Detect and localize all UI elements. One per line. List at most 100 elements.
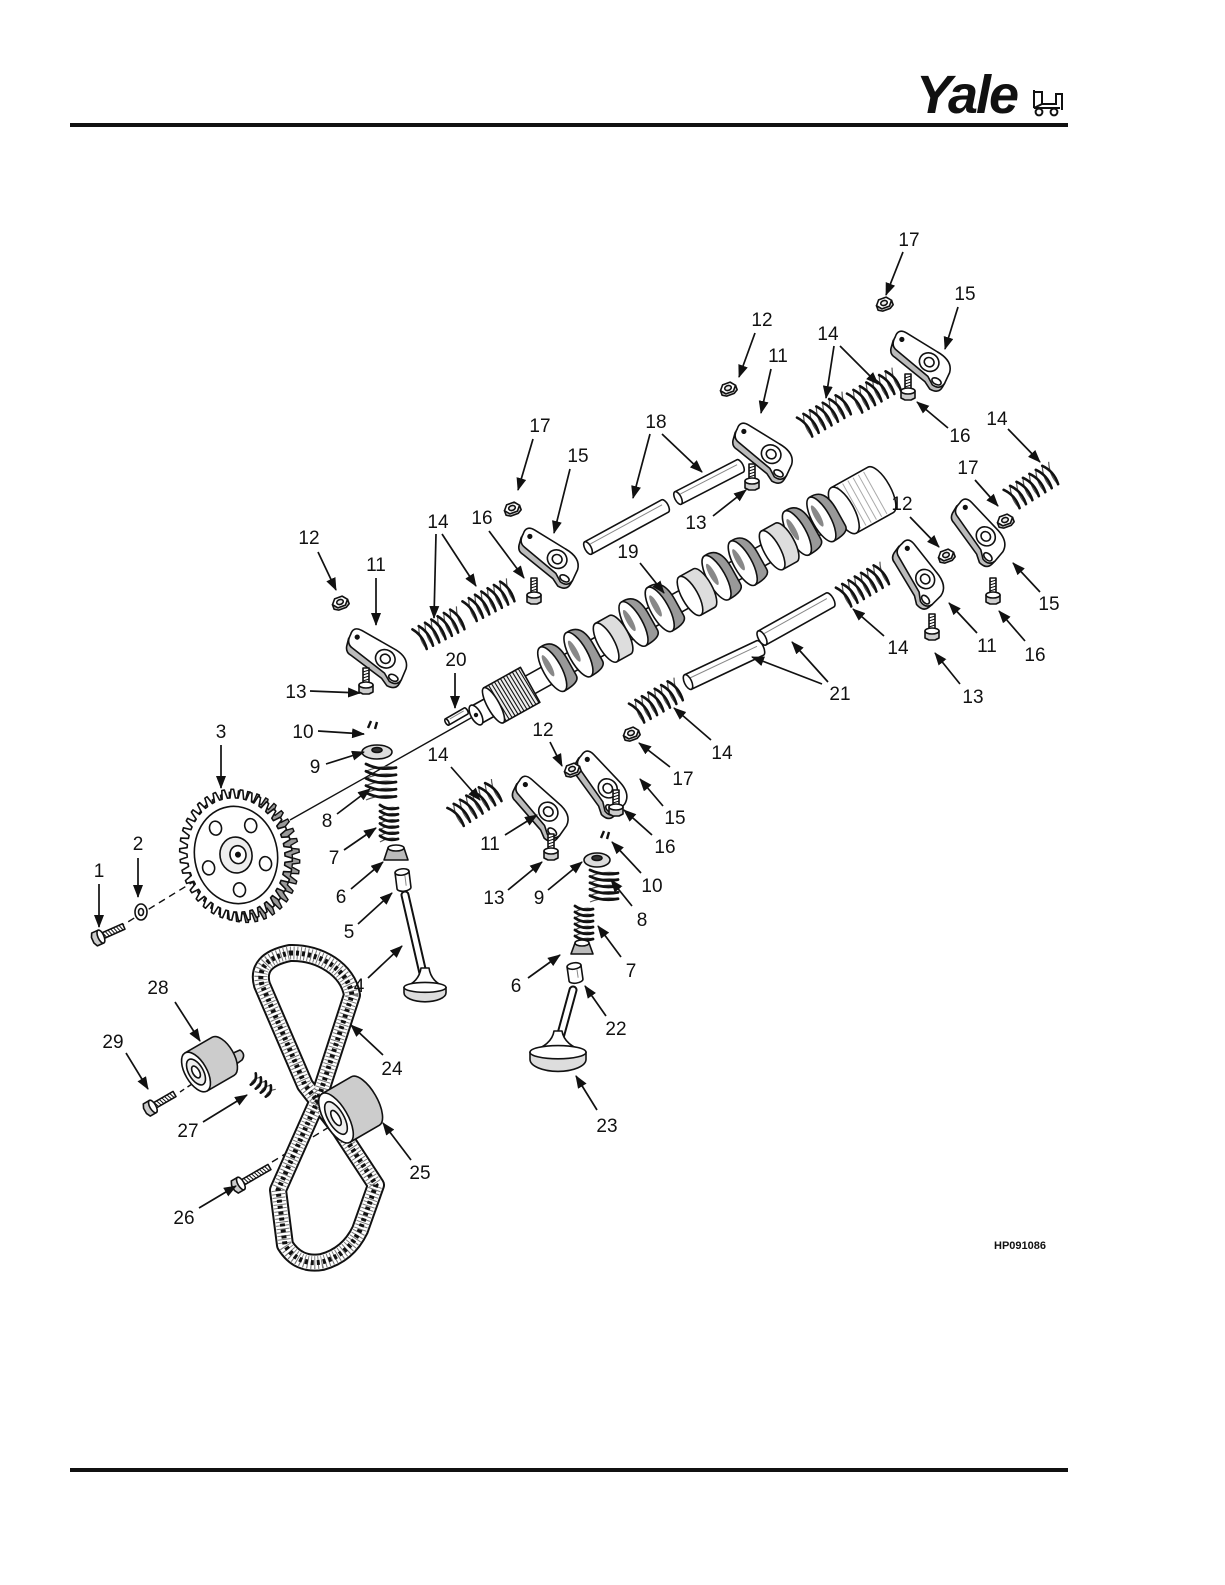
callout-number: 8 — [322, 811, 333, 832]
callout-17: 17 — [518, 416, 551, 490]
callout-arrow — [612, 842, 641, 873]
callout-21: 21 — [752, 642, 851, 705]
callout-arrow — [368, 946, 402, 978]
callout-number: 6 — [336, 887, 347, 908]
callout-number: 18 — [645, 412, 666, 433]
callout-11: 11 — [949, 603, 997, 657]
callout-number: 1 — [94, 861, 105, 882]
rocker-spring — [462, 578, 517, 622]
callout-number: 17 — [898, 230, 919, 251]
callout-number: 11 — [977, 636, 997, 657]
washer — [135, 904, 147, 920]
callout-number: 14 — [817, 324, 839, 345]
callout-arrow — [585, 986, 606, 1016]
callout-arrow — [550, 742, 562, 766]
callout-arrow — [975, 480, 998, 506]
callout-number: 12 — [298, 528, 319, 549]
rocker-spring — [412, 606, 467, 650]
adjuster-screw — [925, 614, 939, 640]
callout-arrow — [639, 743, 670, 767]
rocker-shaft — [681, 639, 766, 691]
callout-number: 15 — [1038, 594, 1059, 615]
callout-2: 2 — [133, 834, 144, 897]
camshaft-pin — [444, 707, 469, 726]
callout-number: 24 — [381, 1059, 403, 1080]
callout-number: 9 — [310, 757, 321, 778]
callout-number: 14 — [986, 409, 1008, 430]
callout-number: 15 — [954, 284, 975, 305]
callout-arrow — [576, 1076, 597, 1110]
callout-number: 5 — [344, 922, 355, 943]
callout-number: 13 — [285, 682, 306, 703]
adjuster-nut — [875, 296, 894, 313]
adjuster-nut — [622, 726, 641, 743]
callout-arrow — [792, 642, 828, 682]
callout-number: 15 — [664, 808, 685, 829]
tensioner-bolt — [142, 1088, 178, 1117]
callout-number: 16 — [471, 508, 492, 529]
callout-number: 14 — [427, 745, 449, 766]
callout-12: 12 — [532, 720, 562, 766]
valve-stem-seal — [384, 845, 408, 860]
rocker-arm — [509, 526, 585, 591]
callout-number: 13 — [483, 888, 504, 909]
callout-7: 7 — [598, 926, 636, 982]
callout-arrow — [935, 653, 960, 684]
intake-valve — [530, 990, 586, 1071]
callout-number: 17 — [957, 458, 978, 479]
callout-number: 16 — [949, 426, 970, 447]
callout-3: 3 — [216, 722, 227, 788]
rocker-spring — [1004, 462, 1062, 510]
callout-arrow — [508, 862, 542, 890]
callout-arrow — [1008, 429, 1040, 462]
callout-arrow — [713, 490, 746, 516]
callout-16: 16 — [917, 402, 971, 447]
valve-spring-inner — [380, 805, 398, 842]
tensioner-spring — [248, 1073, 275, 1098]
callout-number: 11 — [768, 346, 788, 367]
callout-number: 7 — [626, 961, 637, 982]
callout-12: 12 — [298, 528, 336, 590]
callout-number: 21 — [829, 684, 850, 705]
callout-number: 19 — [617, 542, 638, 563]
callout-15: 15 — [554, 446, 589, 533]
callout-14: 14 — [817, 324, 878, 398]
callout-arrow — [434, 534, 436, 618]
callout-arrow — [886, 252, 903, 295]
rocker-spring — [847, 368, 904, 415]
callout-number: 29 — [102, 1032, 123, 1053]
callout-9: 9 — [534, 862, 582, 909]
callout-25: 25 — [383, 1123, 431, 1184]
idler-bolt — [230, 1161, 273, 1194]
callout-13: 13 — [285, 682, 360, 703]
callout-arrow — [383, 1123, 411, 1160]
callout-number: 12 — [891, 494, 912, 515]
callout-14: 14 — [674, 708, 733, 764]
callout-arrow — [910, 517, 939, 547]
camshaft-gear — [169, 779, 310, 933]
callout-arrow — [999, 611, 1025, 641]
rocker-arm — [337, 627, 413, 691]
rocker-arm — [501, 774, 576, 845]
callout-arrow — [633, 434, 650, 498]
callout-number: 26 — [173, 1208, 194, 1229]
callout-arrow — [351, 1025, 383, 1055]
callout-arrow — [624, 810, 652, 835]
callout-arrow — [175, 1002, 200, 1041]
callout-arrow — [739, 333, 755, 377]
callout-number: 10 — [292, 722, 313, 743]
callout-24: 24 — [351, 1025, 403, 1080]
callout-20: 20 — [445, 650, 466, 708]
callout-arrow — [826, 346, 834, 398]
callout-arrow — [505, 815, 537, 835]
callout-number: 13 — [685, 513, 706, 534]
callout-number: 14 — [711, 743, 733, 764]
callout-arrow — [126, 1053, 148, 1089]
callout-16: 16 — [999, 611, 1046, 666]
spring-retainer — [584, 853, 610, 867]
valve-guide — [567, 962, 584, 984]
callout-17: 17 — [639, 743, 694, 790]
rocker-spring — [797, 392, 854, 439]
adjuster-nut — [503, 501, 522, 518]
